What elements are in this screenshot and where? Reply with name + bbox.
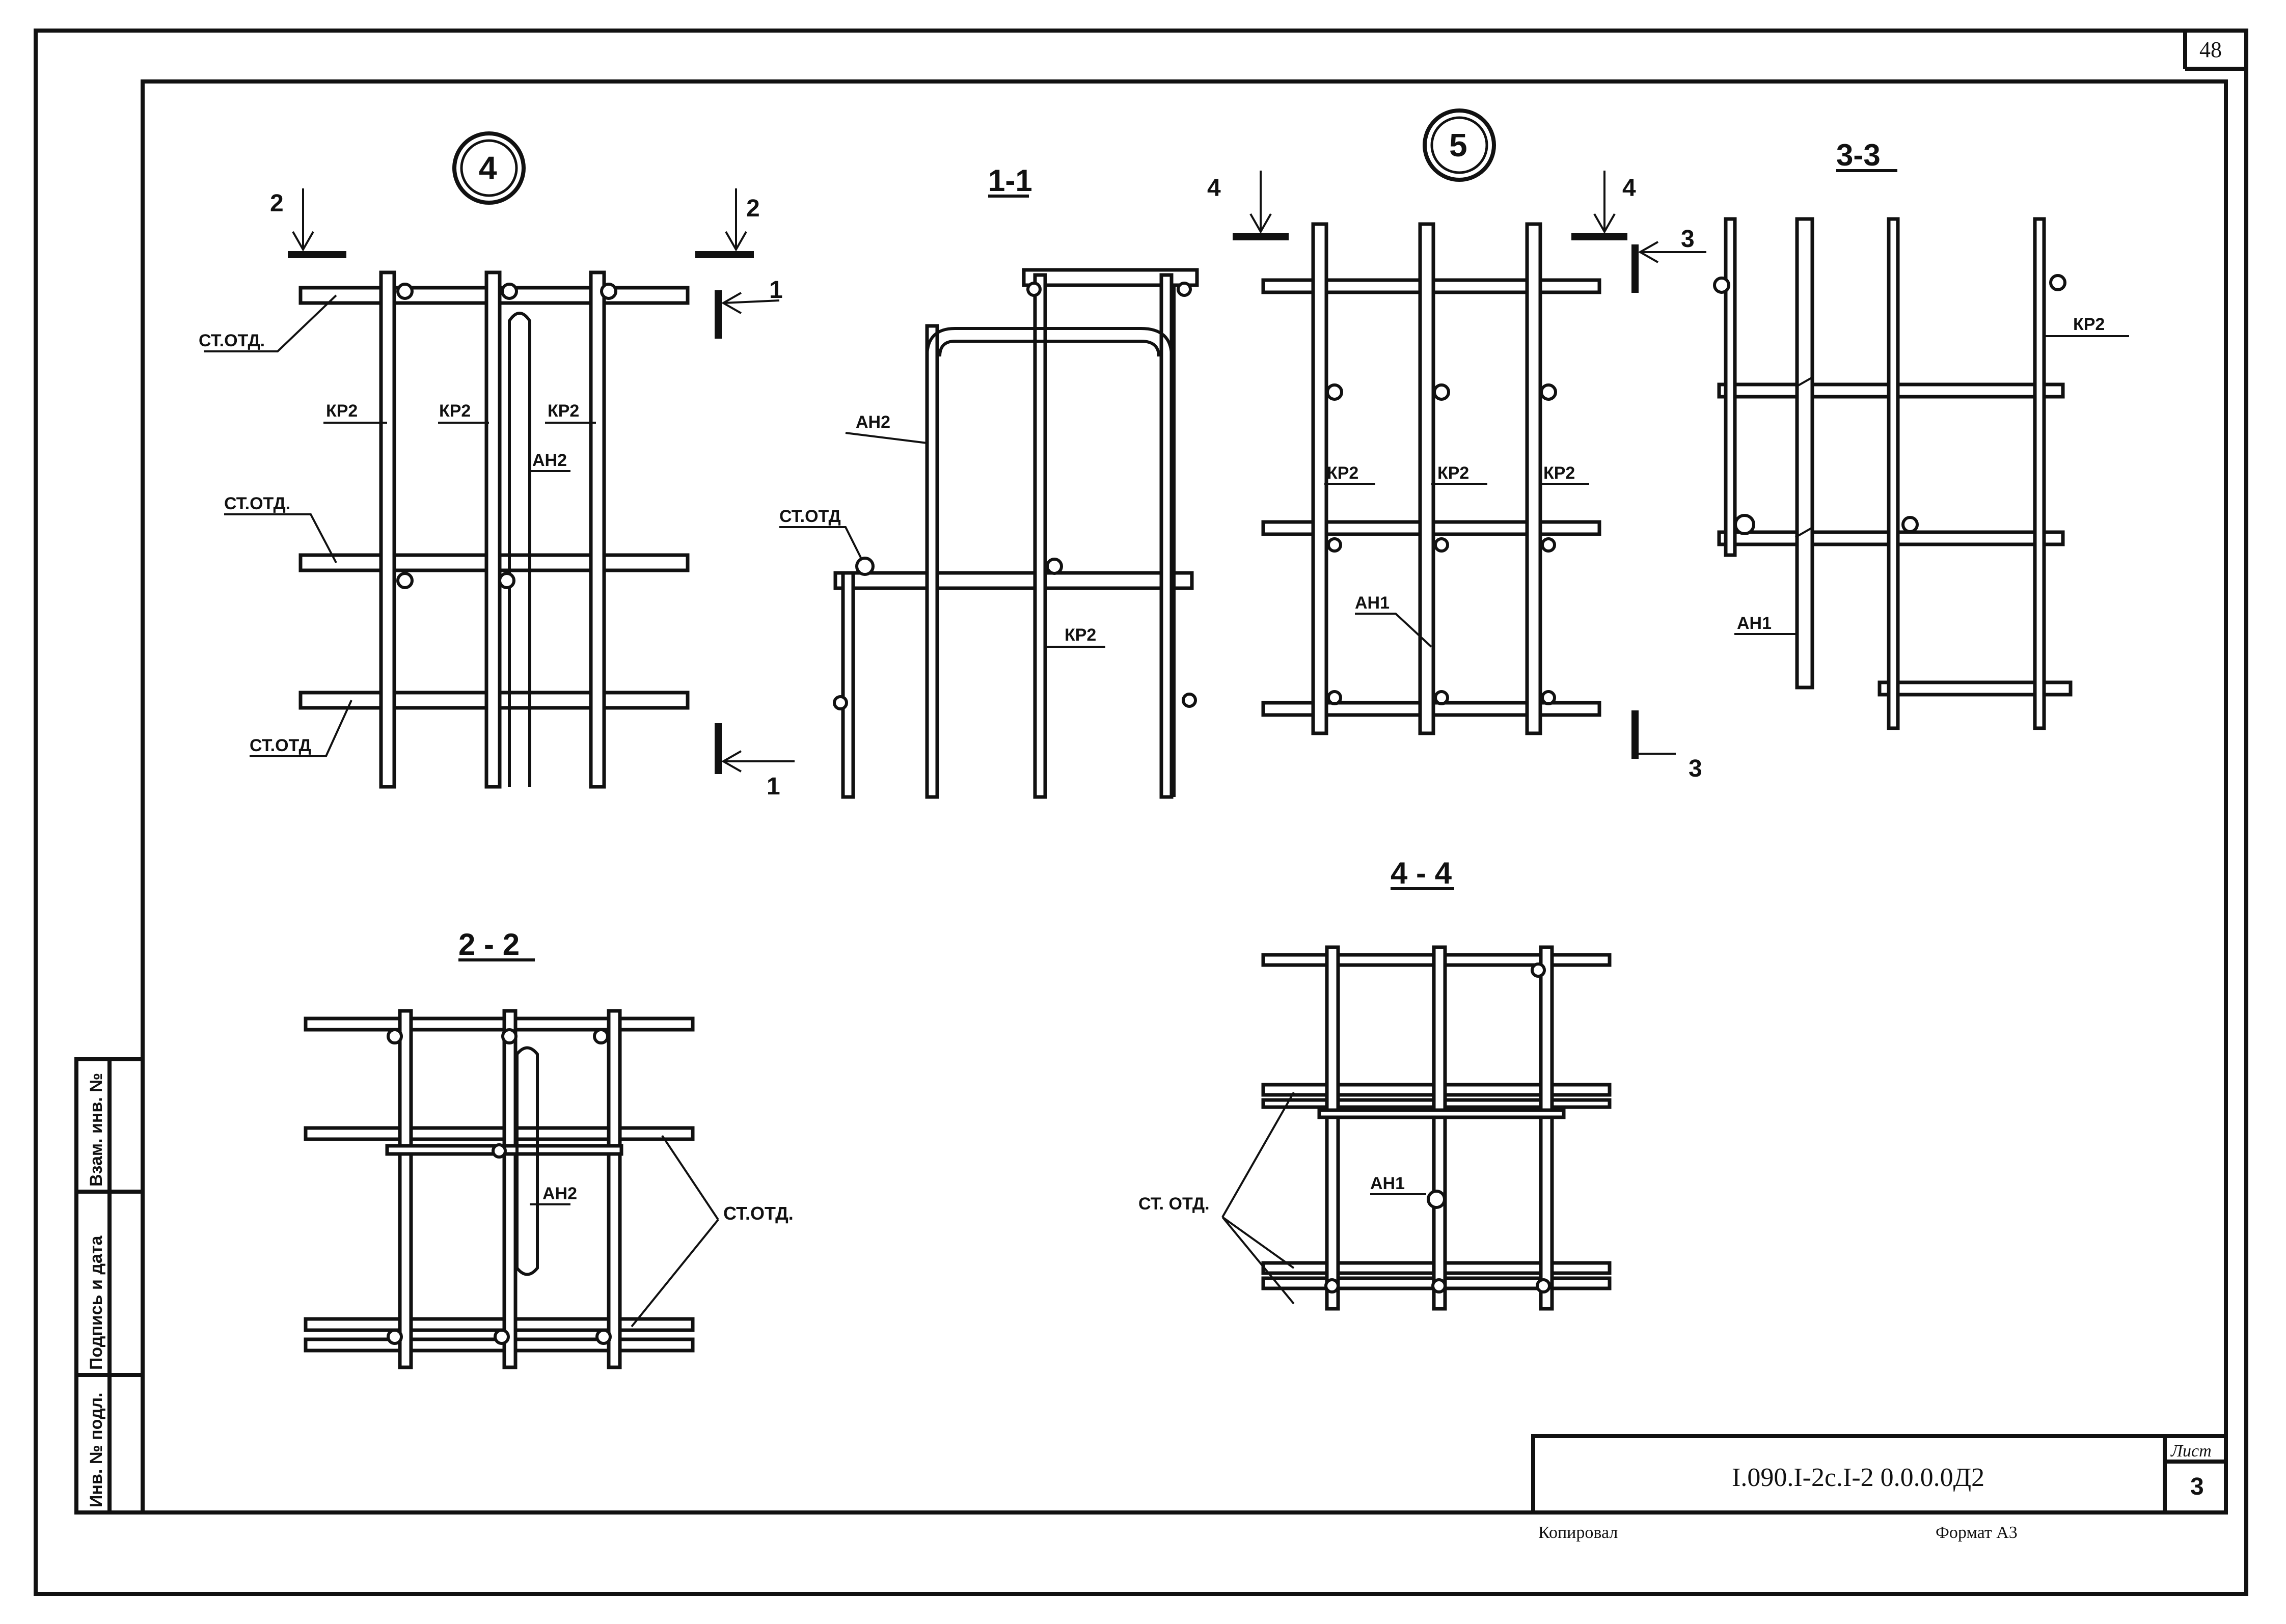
label-an2-2: АН2 <box>856 412 890 432</box>
node-5-view <box>1233 108 1706 759</box>
node-4-view <box>204 131 795 789</box>
cut-mark-1-top: 1 <box>769 277 783 304</box>
node-5-number: 5 <box>1449 127 1467 163</box>
label-an1-3: АН1 <box>1370 1174 1405 1193</box>
section-1-1-title: 1-1 <box>988 163 1032 198</box>
cut-mark-4-left: 4 <box>1207 175 1221 202</box>
label-an2-1: АН2 <box>532 451 567 470</box>
side-stamp-field-2: Подпись и дата <box>87 1235 106 1370</box>
label-kr2-5: КР2 <box>1327 463 1358 483</box>
label-kr2-6: КР2 <box>1437 463 1469 483</box>
section-2-2-view <box>304 958 719 1369</box>
label-kr2-2: КР2 <box>439 401 471 421</box>
cut-mark-1-bottom: 1 <box>767 773 780 800</box>
side-stamp-field-3: Инв. № подл. <box>87 1392 106 1507</box>
copied-label: Копировал <box>1538 1523 1618 1542</box>
label-an1-1: АН1 <box>1355 593 1390 613</box>
label-kr2-4: КР2 <box>1065 625 1096 645</box>
label-st-otd-1: СТ.ОТД. <box>199 331 265 350</box>
node-4-number: 4 <box>479 150 497 186</box>
document-code: I.090.I-2c.I-2 0.0.0.0Д2 <box>1732 1463 1984 1492</box>
section-2-2-title: 2 - 2 <box>458 927 520 961</box>
label-kr2-8: КР2 <box>2073 315 2105 334</box>
label-kr2-1: КР2 <box>326 401 358 421</box>
sheet-number: 3 <box>2190 1473 2204 1500</box>
cut-mark-3-bottom: 3 <box>1689 755 1702 782</box>
label-st-otd-2: СТ.ОТД. <box>224 494 290 513</box>
label-st-otd-5: СТ.ОТД. <box>723 1203 794 1224</box>
section-3-3-title: 3-3 <box>1836 138 1881 172</box>
label-an2-3: АН2 <box>542 1184 577 1203</box>
section-3-3-view <box>1713 169 2129 730</box>
cut-mark-2-left: 2 <box>270 190 284 217</box>
label-kr2-3: КР2 <box>548 401 579 421</box>
label-kr2-7: КР2 <box>1543 463 1575 483</box>
cut-mark-3-top: 3 <box>1681 226 1695 253</box>
side-stamp <box>74 1057 145 1515</box>
page-number: 48 <box>2199 37 2222 62</box>
label-st-otd-4: СТ.ОТД <box>779 507 841 526</box>
side-stamp-field-1: Взам. инв. № <box>87 1073 106 1187</box>
section-4-4-title: 4 - 4 <box>1391 856 1452 890</box>
title-block <box>1531 1434 2228 1515</box>
section-4-4-view <box>1221 887 1612 1311</box>
cut-mark-2-right: 2 <box>746 195 760 222</box>
label-st-otd-6: СТ. ОТД. <box>1138 1194 1210 1214</box>
cut-mark-4-right: 4 <box>1622 175 1636 202</box>
sheet-frame <box>34 29 2248 1596</box>
format-label: Формат А3 <box>1936 1523 2018 1542</box>
sheet-label: Лист <box>2170 1442 2212 1461</box>
label-st-otd-3: СТ.ОТД <box>250 736 311 755</box>
label-an1-2: АН1 <box>1737 614 1772 633</box>
section-1-1-view <box>779 195 1199 799</box>
